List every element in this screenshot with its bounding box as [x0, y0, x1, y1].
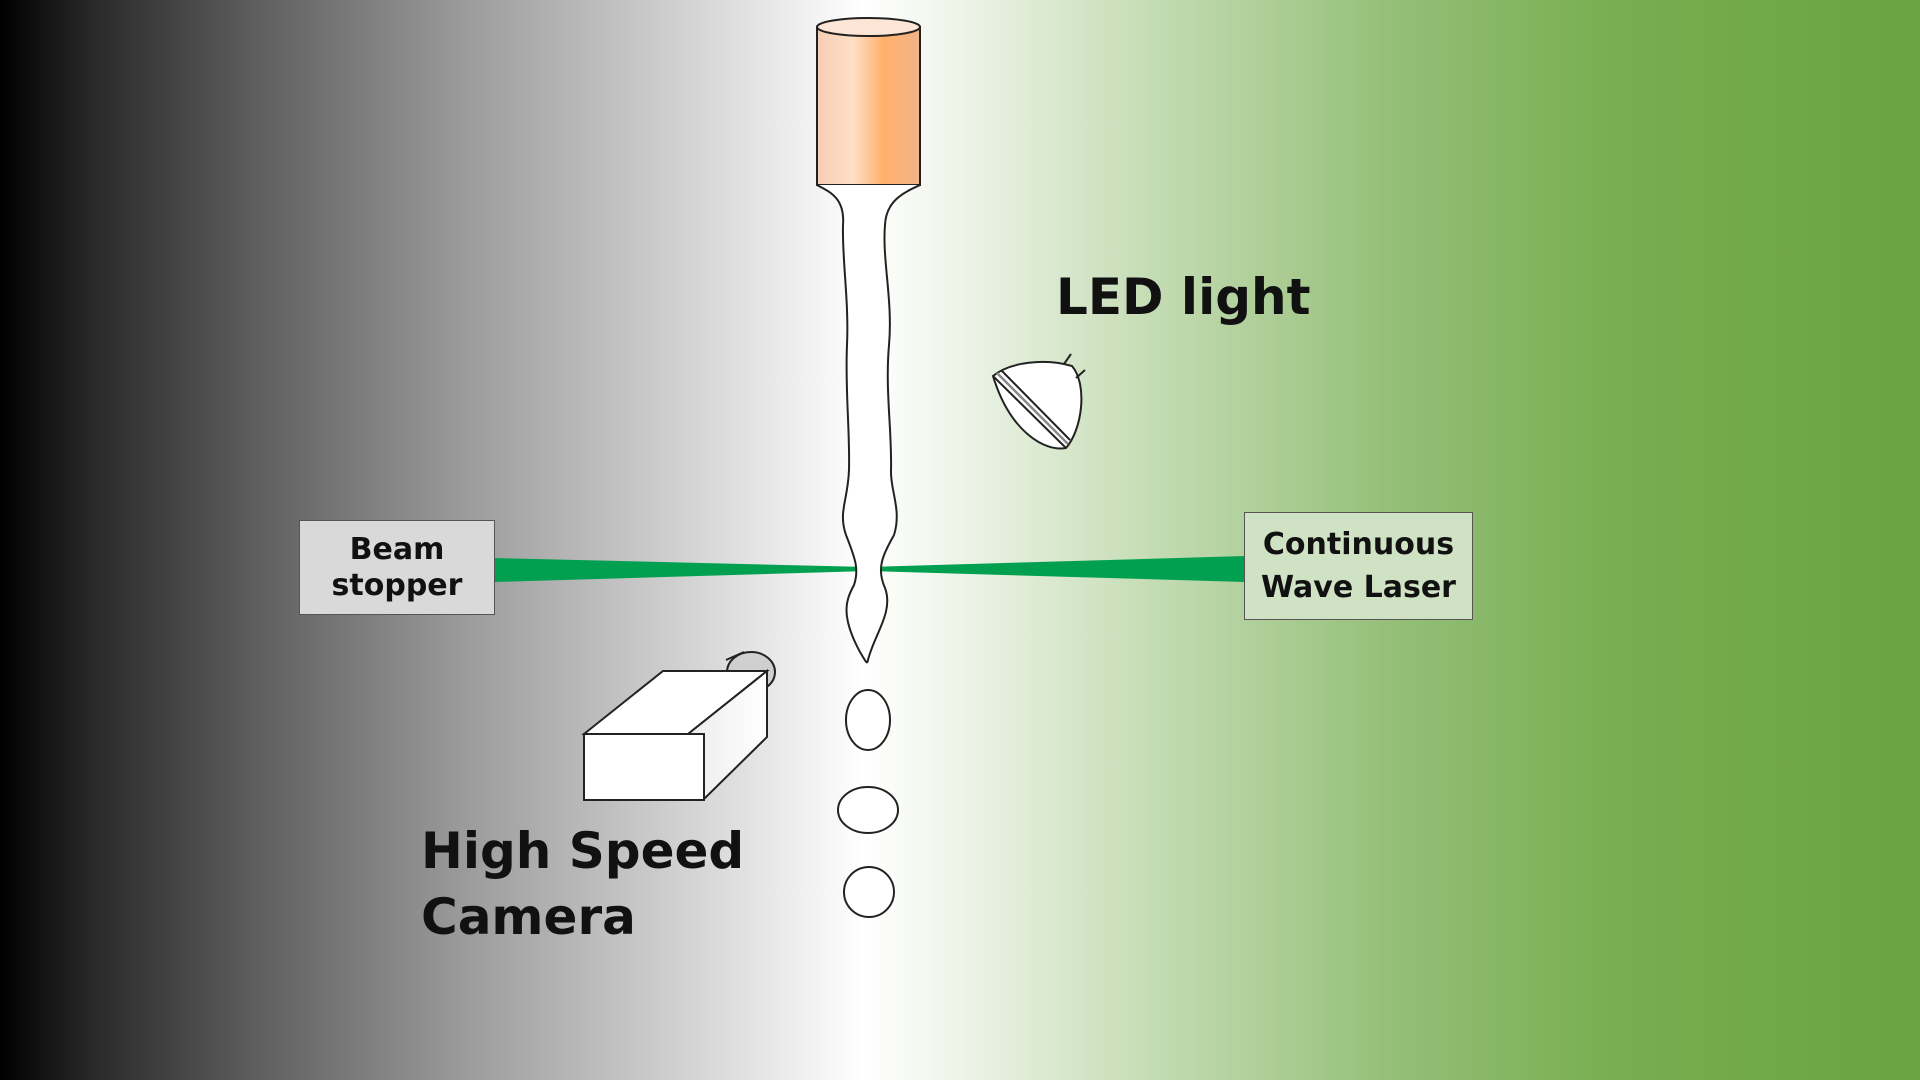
beam-stopper-box: Beam stopper	[299, 520, 495, 615]
continuous-wave-laser-box: Continuous Wave Laser	[1244, 512, 1473, 620]
beam-stopper-label-line2: stopper	[331, 567, 463, 603]
nozzle-icon	[816, 17, 921, 192]
liquid-jet	[816, 184, 921, 664]
droplet-3	[843, 866, 895, 918]
camera-label-line2: Camera	[421, 888, 636, 946]
droplet-1	[845, 689, 891, 751]
beam-stopper-label-line1: Beam	[349, 532, 445, 568]
droplet-2	[837, 786, 899, 834]
led-lamp-icon	[991, 353, 1086, 450]
laser-beam	[495, 556, 1245, 582]
laser-label-line1: Continuous	[1262, 526, 1455, 562]
led-light-label: LED light	[1056, 268, 1311, 326]
laser-label-line2: Wave Laser	[1261, 570, 1456, 605]
high-speed-camera-label: High Speed Camera	[421, 818, 781, 950]
camera-box-icon	[581, 651, 776, 801]
camera-label-line1: High Speed	[421, 822, 745, 880]
